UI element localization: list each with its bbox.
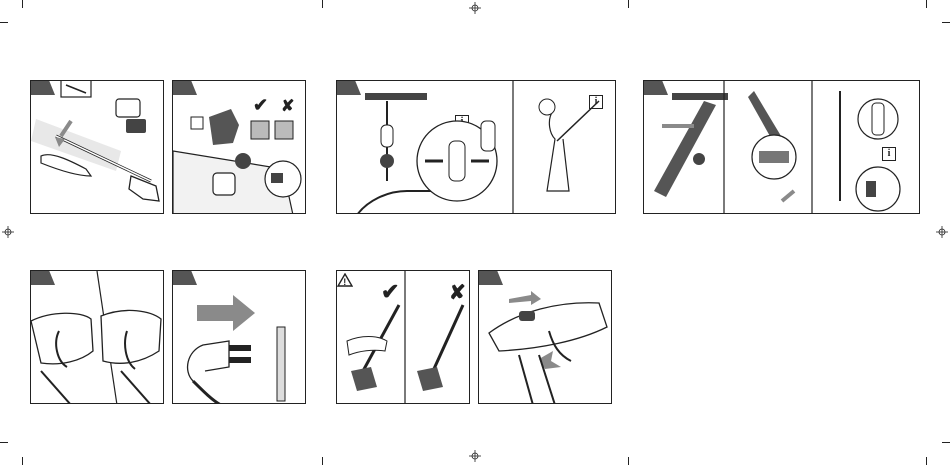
crop-mark [628,0,629,8]
crop-mark [0,442,8,443]
panel-unplug [172,270,306,404]
panel-pole-attachment [30,80,164,214]
svg-text:✔: ✔ [253,95,268,115]
trigger-switch-illustration [479,271,612,404]
pole-saw-illustration [31,81,164,214]
battery-illustration: ✔ ✘ [173,81,306,214]
unplug-illustration [173,271,306,404]
panel-handle-grip [30,270,164,404]
panel-strap-clip: i i [336,80,616,214]
strap-clip-illustration [337,81,616,214]
handle-grip-illustration [31,271,164,404]
crop-mark [322,457,323,465]
svg-text:✘: ✘ [281,98,294,115]
crop-mark [322,0,323,8]
crop-mark [942,22,950,23]
crop-mark [926,457,927,465]
svg-text:✔: ✔ [381,279,399,304]
crop-mark [0,22,8,23]
panel-harness-wear: i [643,80,920,214]
crop-mark [22,457,23,465]
crop-mark [628,457,629,465]
panel-correct-incorrect-hold: ! ✔ ✘ [336,270,470,404]
panel-battery-insert: ✔ ✘ [172,80,306,214]
harness-illustration [644,81,920,214]
hold-comparison-illustration: ✔ ✘ [337,271,470,404]
svg-text:✘: ✘ [449,282,466,304]
panel-trigger-switch [478,270,612,404]
crop-mark [22,0,23,8]
crop-mark [926,0,927,8]
crop-mark [942,442,950,443]
